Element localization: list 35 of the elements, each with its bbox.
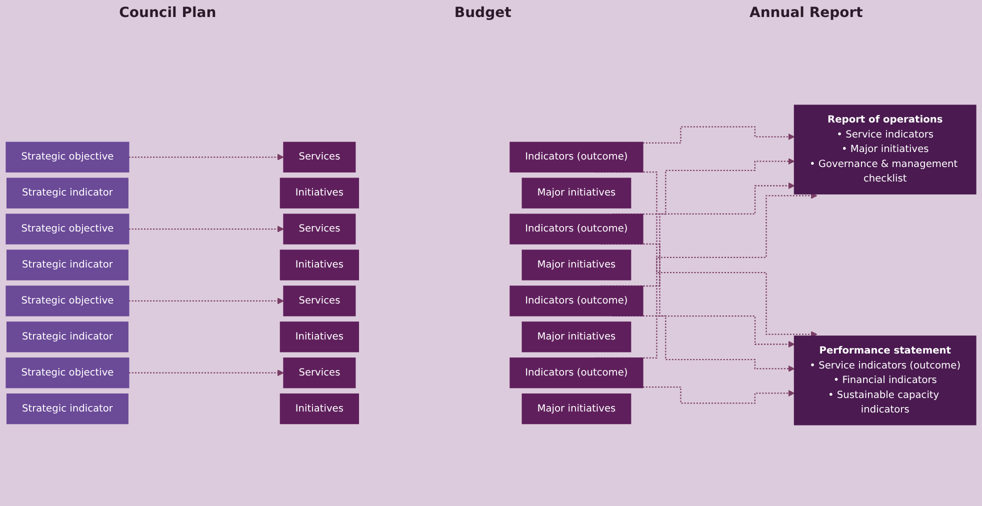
node-box: Strategic objective bbox=[6, 358, 130, 388]
arrow bbox=[128, 154, 284, 160]
node-box: Strategic indicator bbox=[6, 322, 128, 352]
node-box: Strategic objective bbox=[6, 286, 130, 316]
column-heading: Annual Report bbox=[750, 5, 863, 21]
node-box: Major initiatives bbox=[522, 178, 632, 208]
arrow bbox=[128, 226, 284, 232]
node-box: Initiatives bbox=[280, 250, 360, 280]
node-box: Major initiatives bbox=[522, 322, 632, 352]
arrow bbox=[128, 298, 284, 304]
column-heading: Budget bbox=[454, 5, 512, 21]
node-box: Strategic indicator bbox=[6, 178, 128, 208]
node-box: Indicators (outcome) bbox=[510, 286, 644, 316]
node-box: Strategic indicator bbox=[6, 393, 128, 424]
node-box: Strategic objective bbox=[6, 214, 130, 244]
node-box: Services bbox=[283, 358, 356, 388]
node-box: Initiatives bbox=[280, 322, 360, 352]
arrow bbox=[128, 370, 284, 376]
column-heading: Council Plan bbox=[119, 5, 216, 21]
node-box: Services bbox=[283, 214, 356, 244]
node-box: Major initiatives bbox=[522, 393, 632, 424]
node-box: Indicators (outcome) bbox=[510, 358, 644, 388]
node-box: Report of operations • Service indicators • Major initiatives • Governance & management checklist bbox=[794, 104, 976, 194]
node-box: Major initiatives bbox=[522, 250, 632, 280]
node-box: Indicators (outcome) bbox=[510, 214, 644, 244]
node-box: Initiatives bbox=[280, 178, 360, 208]
node-box: Performance statement • Service indicators (outcome) • Financial indicators • Sustainable capacity indicators bbox=[794, 336, 976, 426]
arrow bbox=[642, 126, 795, 144]
node-box: Services bbox=[283, 142, 356, 172]
node-box: Services bbox=[283, 286, 356, 316]
node-box: Initiatives bbox=[280, 393, 360, 424]
node-box: Indicators (outcome) bbox=[510, 142, 644, 172]
arrow bbox=[642, 386, 795, 404]
node-box: Strategic indicator bbox=[6, 250, 128, 280]
node-box: Strategic objective bbox=[6, 142, 130, 172]
